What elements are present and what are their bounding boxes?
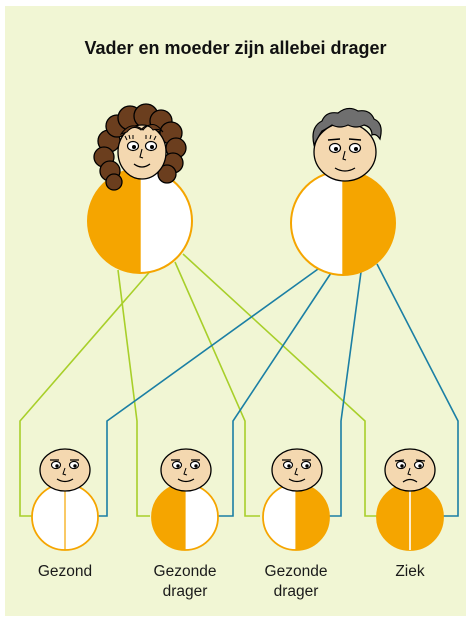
child-3 — [262, 448, 330, 551]
child-4-left-half — [377, 484, 410, 550]
child-label-healthy: Gezond — [37, 563, 93, 580]
father-line-to-child-2 — [215, 269, 334, 517]
child-label-healthy-carrier-1: Gezonde drager — [153, 563, 217, 600]
mother-line-to-child-2 — [117, 269, 150, 517]
child-label-healthy-carrier-2: Gezonde drager — [264, 563, 328, 600]
child-1-right-half — [65, 484, 98, 550]
father-line-to-child-3 — [327, 271, 362, 517]
mother-right-half — [140, 169, 192, 273]
father-figure — [290, 107, 396, 276]
diagram-frame: Vader en moeder zijn allebei drager — [5, 6, 466, 616]
father-face-icon — [312, 107, 382, 182]
inheritance-diagram — [19, 103, 459, 551]
child-1-face-icon — [39, 448, 91, 492]
child-4-face-icon — [384, 448, 436, 492]
mother-line-to-child-1 — [19, 267, 154, 517]
mother-line-to-child-4 — [182, 253, 378, 517]
child-3-left-half — [263, 484, 296, 550]
child-3-face-icon — [271, 448, 323, 492]
child-3-right-half — [296, 484, 329, 550]
mother-line-to-child-3 — [174, 261, 260, 517]
mother-lines — [19, 253, 378, 517]
mother-body — [87, 168, 193, 274]
child-1-left-half — [32, 484, 65, 550]
father-left-half — [291, 171, 343, 275]
child-2-right-half — [185, 484, 218, 550]
diagram-title: Vader en moeder zijn allebei drager — [84, 38, 387, 58]
father-right-half — [343, 171, 395, 275]
father-lines — [95, 263, 459, 517]
child-label-affected: Ziek — [395, 563, 425, 580]
mother-face-icon — [93, 103, 187, 191]
father-line-to-child-4 — [376, 263, 459, 517]
child-4-right-half — [410, 484, 443, 550]
father-body — [290, 170, 396, 276]
father-line-to-child-1 — [95, 263, 326, 517]
mother-left-half — [88, 169, 140, 273]
child-2 — [151, 448, 219, 551]
child-2-left-half — [152, 484, 185, 550]
mother-figure — [87, 103, 193, 274]
child-2-face-icon — [160, 448, 212, 492]
child-1 — [31, 448, 99, 551]
child-4 — [376, 448, 444, 551]
